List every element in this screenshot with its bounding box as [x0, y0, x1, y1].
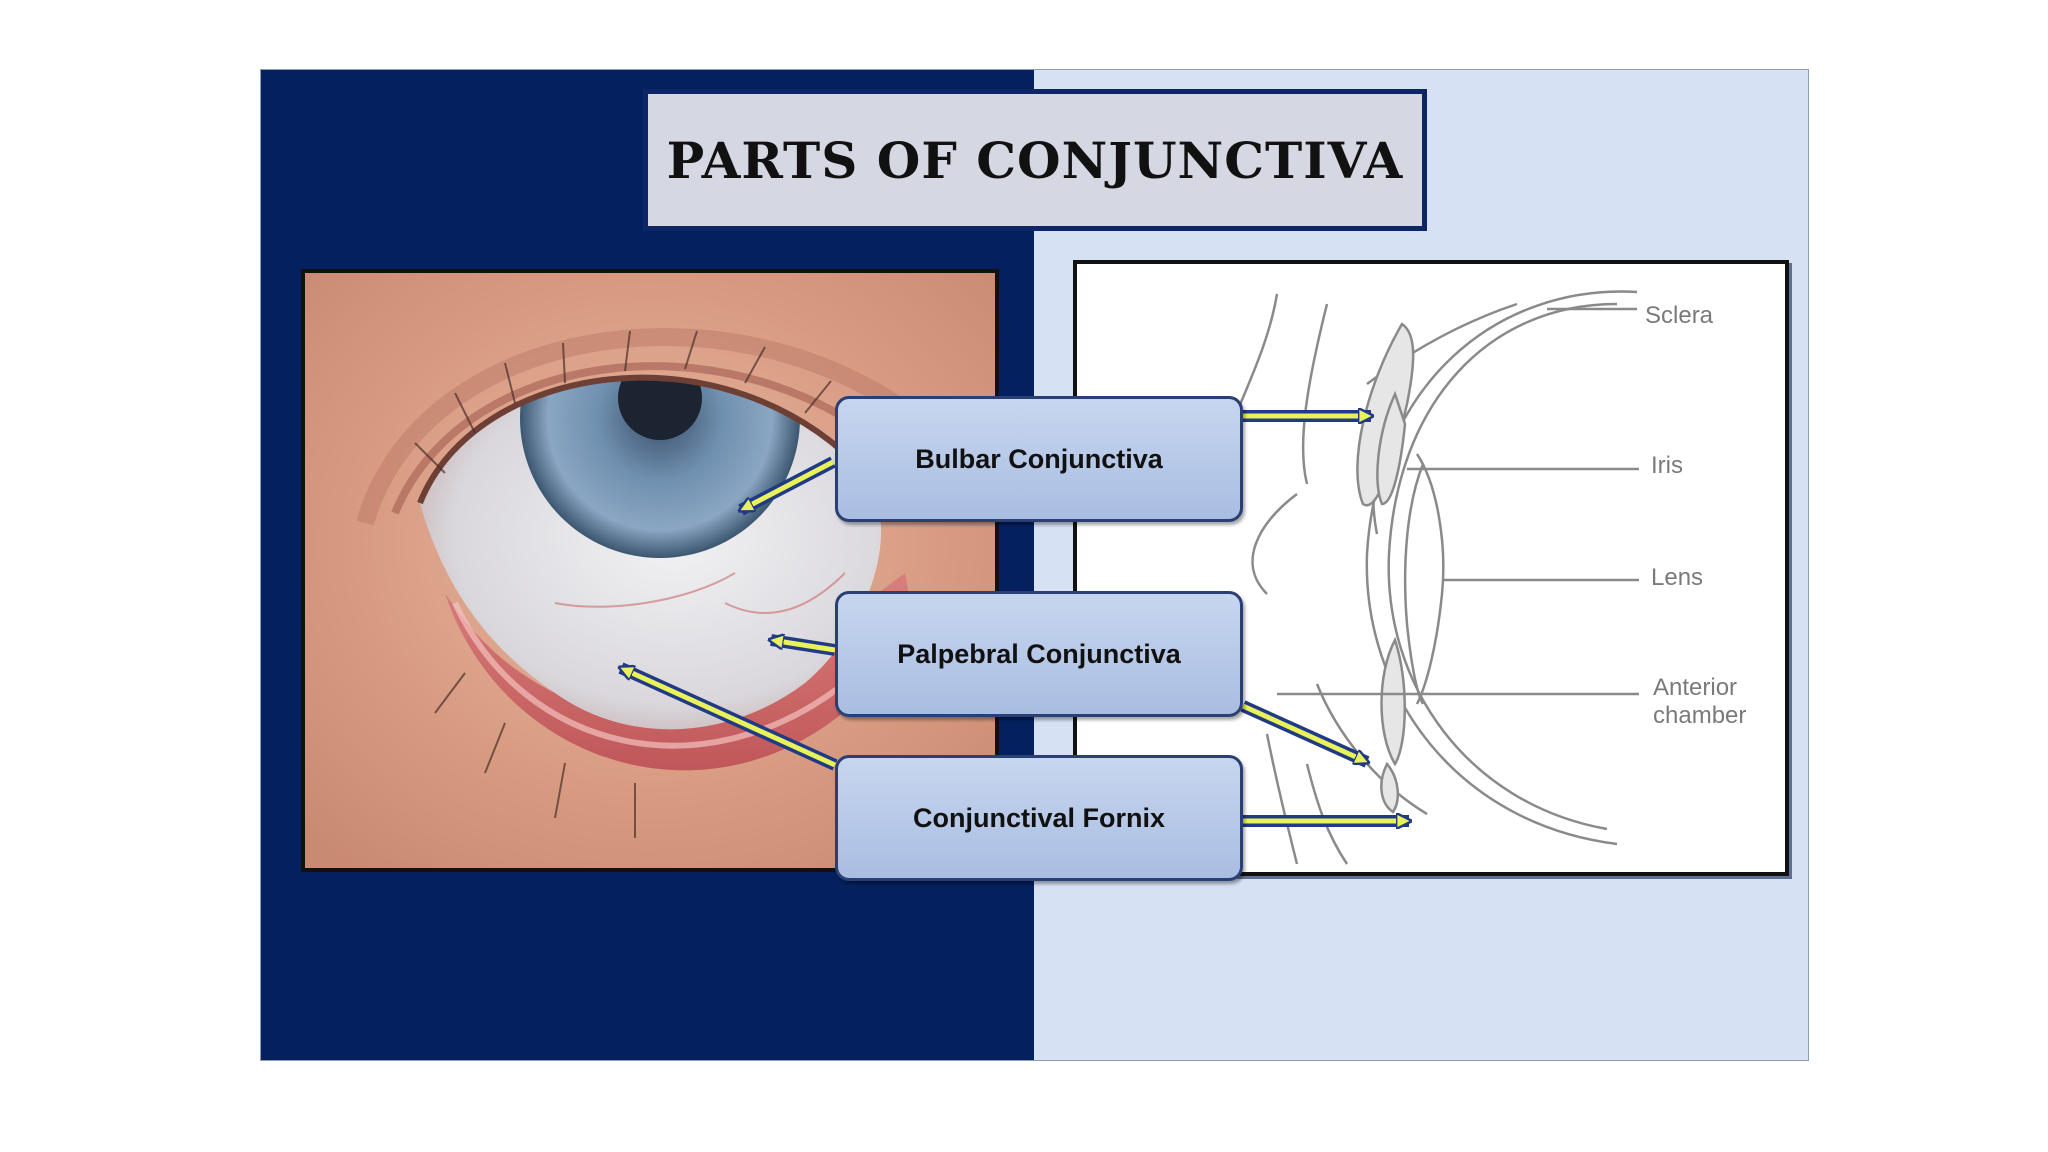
slide: PARTS OF CONJUNCTIVA [260, 69, 1809, 1061]
term-conjunctival-fornix: Conjunctival Fornix [835, 755, 1243, 881]
title-box: PARTS OF CONJUNCTIVA [643, 89, 1427, 231]
label-lens: Lens [1651, 564, 1704, 591]
term-fornix-label: Conjunctival Fornix [912, 802, 1166, 833]
slide-title: PARTS OF CONJUNCTIVA [666, 130, 1404, 190]
label-sclera: Sclera [1645, 302, 1714, 329]
label-iris: Iris [1651, 452, 1683, 479]
term-palpebral-conjunctiva: Palpebral Conjunctiva [835, 591, 1243, 717]
label-anterior-chamber: Anterior chamber [1653, 674, 1747, 729]
term-bulbar-conjunctiva: Bulbar Conjunctiva [835, 396, 1243, 522]
term-bulbar-label: Bulbar Conjunctiva [915, 443, 1163, 474]
term-palpebral-label: Palpebral Conjunctiva [897, 638, 1181, 669]
